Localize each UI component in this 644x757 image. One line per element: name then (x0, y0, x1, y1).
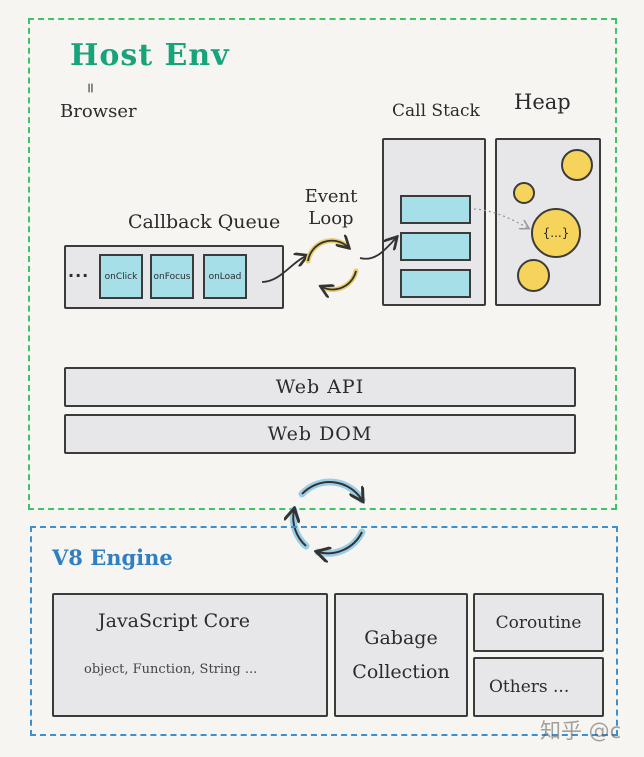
stack-to-heap-arrow (473, 208, 528, 228)
others-label: Others ... (489, 677, 570, 697)
callback-item-onfocus: onFocus (150, 254, 194, 299)
javascript-core-title: JavaScript Core (98, 610, 250, 632)
v8-engine-title: V8 Engine (52, 545, 173, 570)
stack-frame (400, 269, 471, 298)
host-env-region (28, 18, 617, 510)
stack-frame (400, 232, 471, 261)
heap-object-main: {...} (531, 208, 581, 258)
web-api-label: Web API (275, 376, 365, 398)
host-env-title: Host Env (70, 38, 230, 73)
coroutine-panel: Coroutine (473, 593, 604, 652)
event-loop-label: Event Loop (296, 186, 366, 230)
v8-engine-region (30, 526, 618, 736)
heap-object (513, 182, 535, 204)
event-loop-label-line1: Event (304, 186, 358, 207)
callback-item-label: onLoad (208, 271, 242, 282)
garbage-collection-panel: Gabage Collection (334, 593, 468, 717)
browser-label: Browser (60, 101, 137, 122)
others-panel: Others ... (473, 657, 604, 717)
event-loop-cycle-icon (305, 241, 359, 290)
callback-item-label: onFocus (153, 271, 191, 282)
web-dom-bar: Web DOM (64, 414, 576, 454)
garbage-collection-line1: Gabage (364, 627, 438, 649)
heap-object-label: {...} (542, 226, 570, 240)
callback-queue-ellipsis: ... (68, 262, 90, 281)
watermark: 知乎 @c (540, 719, 622, 743)
stack-frame (400, 195, 471, 224)
web-api-bar: Web API (64, 367, 576, 407)
heap-label: Heap (514, 90, 571, 114)
heap-object (517, 259, 550, 292)
callback-item-onclick: onClick (99, 254, 143, 299)
queue-to-loop-arrow (261, 256, 306, 283)
callback-item-onload: onLoad (203, 254, 247, 299)
heap-object (561, 149, 593, 181)
loop-to-stack-arrow (359, 238, 396, 260)
callback-item-label: onClick (104, 271, 138, 282)
web-dom-label: Web DOM (267, 423, 373, 445)
garbage-collection-line2: Collection (352, 661, 450, 683)
call-stack-label: Call Stack (392, 101, 480, 121)
coroutine-label: Coroutine (495, 612, 582, 633)
javascript-core-subtitle: object, Function, String ... (84, 662, 258, 677)
host-v8-cycle-icon (293, 478, 366, 553)
callback-queue-label: Callback Queue (128, 211, 281, 233)
javascript-core-panel (52, 593, 328, 717)
event-loop-label-line2: Loop (308, 208, 354, 229)
